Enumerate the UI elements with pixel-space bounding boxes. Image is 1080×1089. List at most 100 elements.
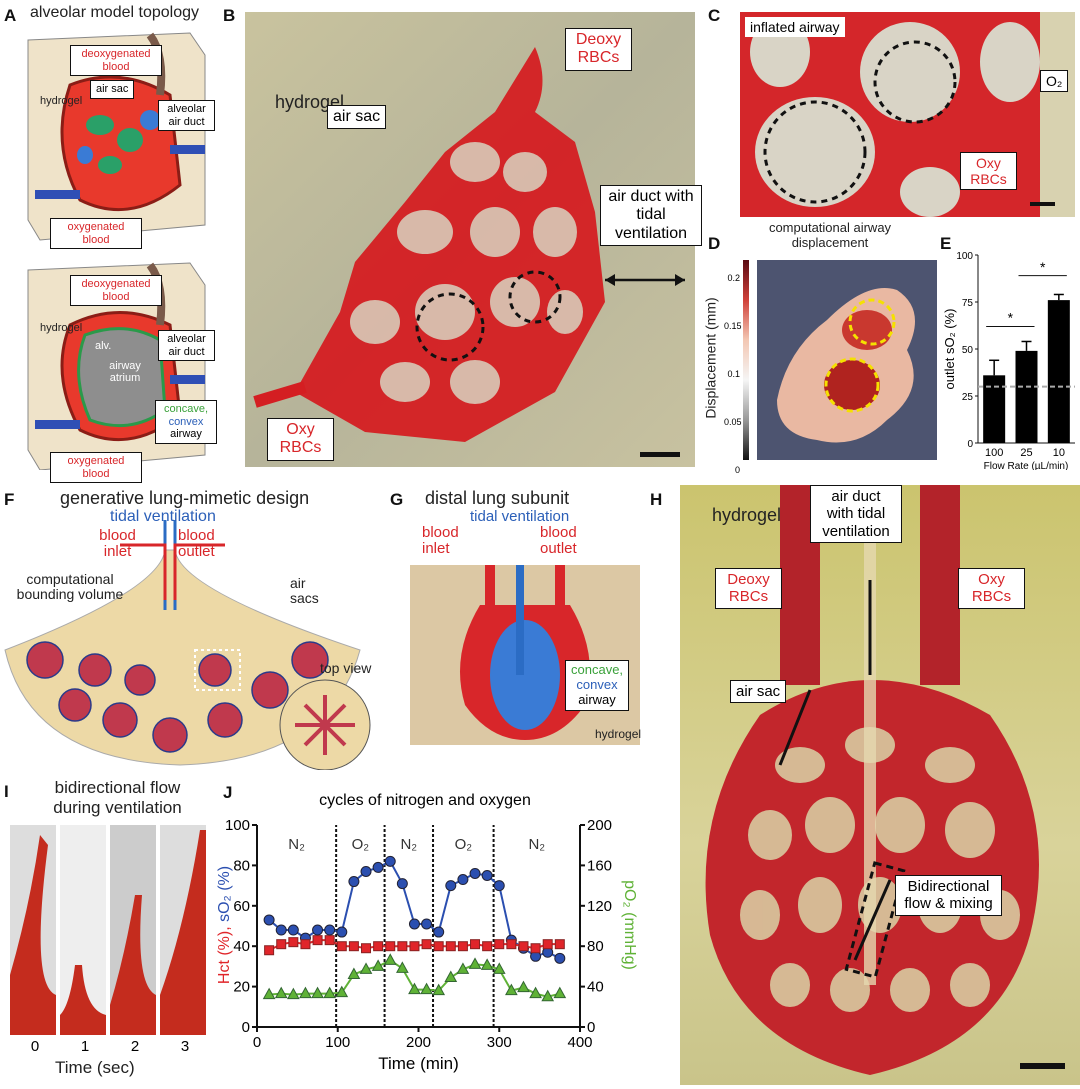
data-point	[541, 989, 555, 1002]
label-oxy-rbcs: Oxy RBCs	[960, 152, 1017, 191]
bar	[1047, 300, 1070, 443]
data-point	[274, 986, 288, 999]
bar	[1015, 350, 1038, 443]
label-deoxygenated-blood: deoxygenated blood	[70, 45, 162, 77]
data-point	[384, 855, 396, 867]
data-point	[529, 986, 542, 999]
y-tick-label: 60	[233, 898, 250, 915]
data-point	[348, 876, 360, 888]
data-point	[361, 943, 372, 954]
data-point	[373, 941, 384, 952]
bar	[983, 375, 1006, 443]
x-tick-label: 100	[325, 1034, 350, 1051]
label-tidal-ventilation: tidal ventilation	[470, 508, 570, 525]
label-blood-outlet: blood outlet	[178, 527, 215, 560]
data-point	[408, 918, 420, 930]
label-oxygenated-blood: oxygenated blood	[50, 452, 142, 484]
panel-h: H hydrogel air duct with tidal ventilati…	[650, 480, 1080, 1089]
tick: 0.2	[727, 273, 740, 283]
y-tick-label: 0	[242, 1019, 250, 1036]
tick: 0	[734, 465, 740, 475]
lung-subunit-illustration	[705, 485, 1065, 1075]
label-deoxy-rbcs: Deoxy RBCs	[565, 28, 632, 71]
label-air-duct: alveolar air duct	[158, 100, 215, 132]
y-tick-label-right: 0	[587, 1019, 595, 1036]
panel-letter: B	[223, 6, 236, 25]
photo-inflated-airway	[740, 12, 1075, 217]
label-air-sacs: air sacs	[290, 575, 319, 606]
y-tick-label-right: 160	[587, 857, 612, 874]
y-tick-label-right: 200	[587, 817, 612, 834]
x-tick-label: 400	[567, 1034, 592, 1051]
label-hydrogel: hydrogel	[275, 92, 345, 112]
so2-label: sO₂ (%)	[216, 866, 233, 922]
panel-c: C inflated airway O₂ Oxy RBCs	[700, 0, 1080, 220]
data-point	[542, 939, 553, 950]
data-point	[517, 980, 530, 993]
x-tick-label: 10	[1053, 447, 1065, 459]
data-point	[275, 924, 287, 936]
flow-timelapse-images	[10, 825, 206, 1035]
label-hydrogel: hydrogel	[40, 95, 83, 107]
label-deoxy-rbcs: Deoxy RBCs	[715, 568, 782, 609]
data-point	[347, 967, 361, 979]
data-point	[299, 986, 312, 999]
inflated-airway-illustration	[740, 12, 1075, 217]
data-point	[371, 959, 385, 971]
label-hydrogel: hydrogel	[595, 727, 642, 741]
data-point	[276, 939, 287, 950]
label-blood-inlet: blood inlet	[422, 524, 459, 557]
data-point	[324, 935, 335, 946]
label-tidal-ventilation: tidal ventilation	[110, 508, 216, 525]
data-point	[323, 986, 337, 999]
data-point	[408, 982, 421, 995]
label-air-duct: alveolar air duct	[158, 330, 215, 362]
data-point	[262, 987, 276, 1000]
label-oxy-rbcs: Oxy RBCs	[267, 418, 334, 461]
label-deoxygenated-blood: deoxygenated blood	[70, 275, 162, 307]
x-axis-label: Time (sec)	[55, 1058, 135, 1077]
label-air-sac: air sac	[90, 80, 135, 99]
panel-b: B hydrogel Deoxy RBCs air sac air duct w…	[215, 0, 702, 475]
airway-text: airway	[170, 428, 202, 441]
panel-g: G distal lung subunit tidal ventilation …	[390, 480, 650, 770]
panel-title: distal lung subunit	[425, 488, 570, 508]
panel-i: I bidirectional flow during ventilation …	[0, 770, 215, 1089]
panel-title: computational airway displacement	[768, 220, 892, 250]
y-tick-label: 50	[962, 345, 974, 356]
label-bounding-volume: computational bounding volume	[16, 571, 124, 602]
data-point	[336, 926, 348, 938]
phase-label: O₂	[352, 836, 370, 853]
convex-text: convex	[576, 676, 618, 692]
y-tick-label: 75	[962, 298, 974, 309]
y-tick-label: 0	[967, 439, 973, 450]
label-bidirectional-flow: Bidirectional flow & mixing	[895, 875, 1002, 916]
data-point	[421, 918, 433, 930]
data-point	[444, 970, 458, 983]
y-tick-label: 25	[962, 392, 974, 403]
data-point	[287, 924, 299, 936]
colorbar	[743, 260, 749, 460]
concave-text: concave,	[163, 403, 209, 415]
data-point	[421, 939, 432, 950]
y-axis-label: outlet sO₂ (%)	[942, 309, 957, 390]
colorbar-label: Displacement (mm)	[702, 297, 719, 419]
y-tick-label: 80	[233, 857, 250, 874]
label-hydrogel: hydrogel	[40, 322, 83, 334]
y-axis-label-left: Hct (%), sO₂ (%)	[216, 866, 233, 984]
data-point	[432, 983, 446, 996]
data-point	[457, 874, 469, 886]
significance-star: *	[1008, 310, 1014, 326]
data-point	[359, 962, 373, 974]
data-point	[312, 924, 324, 936]
panel-letter: F	[4, 490, 15, 509]
y-tick-label-right: 40	[587, 979, 604, 996]
data-point	[286, 987, 300, 1000]
data-point	[492, 962, 506, 974]
panel-letter: E	[940, 234, 952, 253]
